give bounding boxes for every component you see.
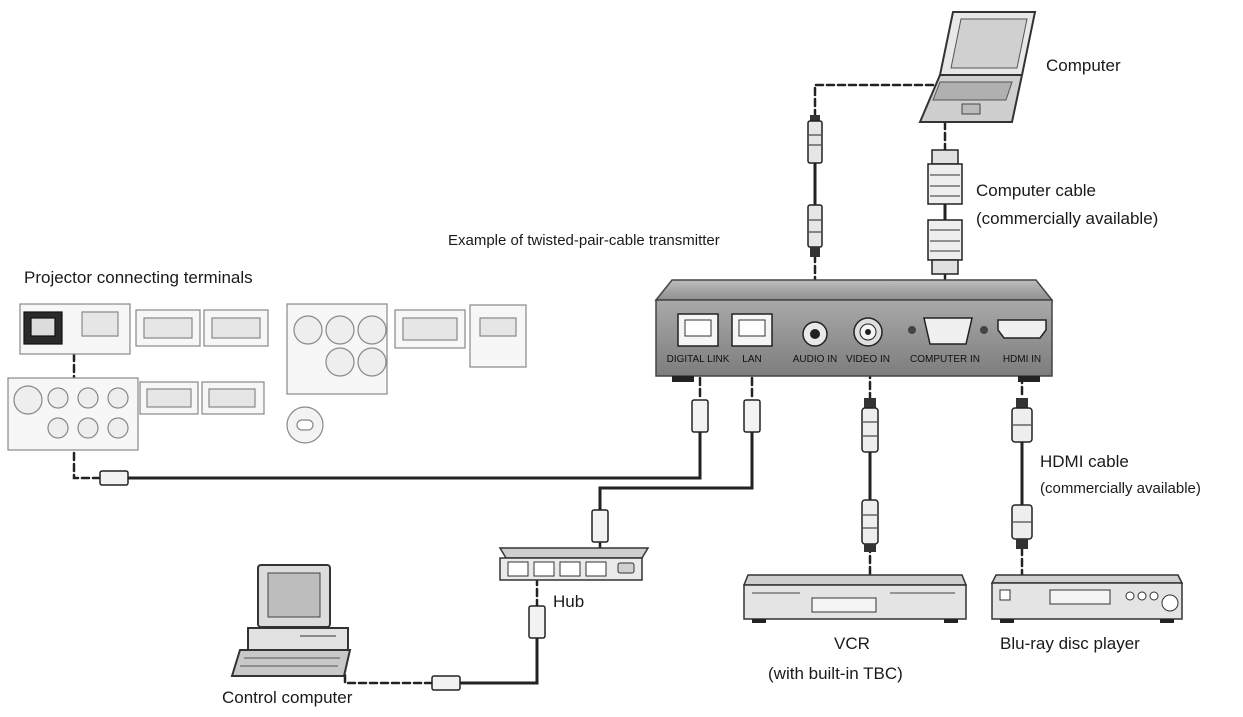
computer-label: Computer — [1046, 56, 1121, 75]
projector-terminals-label: Projector connecting terminals — [24, 268, 253, 287]
hdmi-cable-label: HDMI cable — [1040, 452, 1129, 471]
digital-link-cable-solid — [126, 430, 702, 480]
rj45-plug-icon — [99, 399, 761, 691]
port-label-hdmi-in: HDMI IN — [1003, 354, 1041, 365]
port-label-video-in: VIDEO IN — [846, 354, 890, 365]
vga-plug-icon — [927, 149, 963, 275]
vcr-icon — [742, 574, 968, 623]
control-computer-label: Control computer — [222, 688, 353, 707]
rca-plug-icon — [861, 398, 879, 552]
audio-cable-dashed — [813, 83, 935, 127]
audio-plug-icon — [807, 115, 823, 257]
hub-label: Hub — [553, 592, 585, 611]
port-label-lan: LAN — [742, 354, 761, 365]
transmitter-label: Example of twisted-pair-cable transmitte… — [448, 232, 720, 249]
hdmi-cable-note: (commercially available) — [1040, 480, 1201, 497]
hdmi-plug-icon — [1011, 398, 1033, 549]
port-label-audio-in: AUDIO IN — [793, 354, 837, 365]
computer-in-port-icon — [908, 317, 988, 345]
computer-cable-note: (commercially available) — [976, 209, 1159, 228]
port-label-computer-in: COMPUTER IN — [910, 354, 980, 365]
lan-cable-solid — [598, 430, 754, 512]
vcr-note: (with built-in TBC) — [768, 664, 903, 683]
projector-terminal-panel — [7, 303, 527, 451]
hub-cable-solid — [458, 634, 539, 685]
laptop-icon — [918, 11, 1037, 123]
bluray-player-icon — [990, 574, 1184, 623]
port-label-digital-link: DIGITAL LINK — [667, 354, 730, 365]
bluray-label: Blu-ray disc player — [1000, 634, 1140, 653]
hub-cable-dashed-2 — [343, 658, 434, 685]
hub-icon — [498, 547, 650, 581]
vcr-label: VCR — [834, 634, 870, 653]
transmitter-box: DIGITAL LINK LAN AUDIO IN VIDEO IN COMPU… — [654, 279, 1054, 382]
computer-cable-label: Computer cable — [976, 181, 1097, 200]
control-computer-icon — [230, 564, 352, 677]
hdmi-in-port-icon — [997, 319, 1047, 339]
